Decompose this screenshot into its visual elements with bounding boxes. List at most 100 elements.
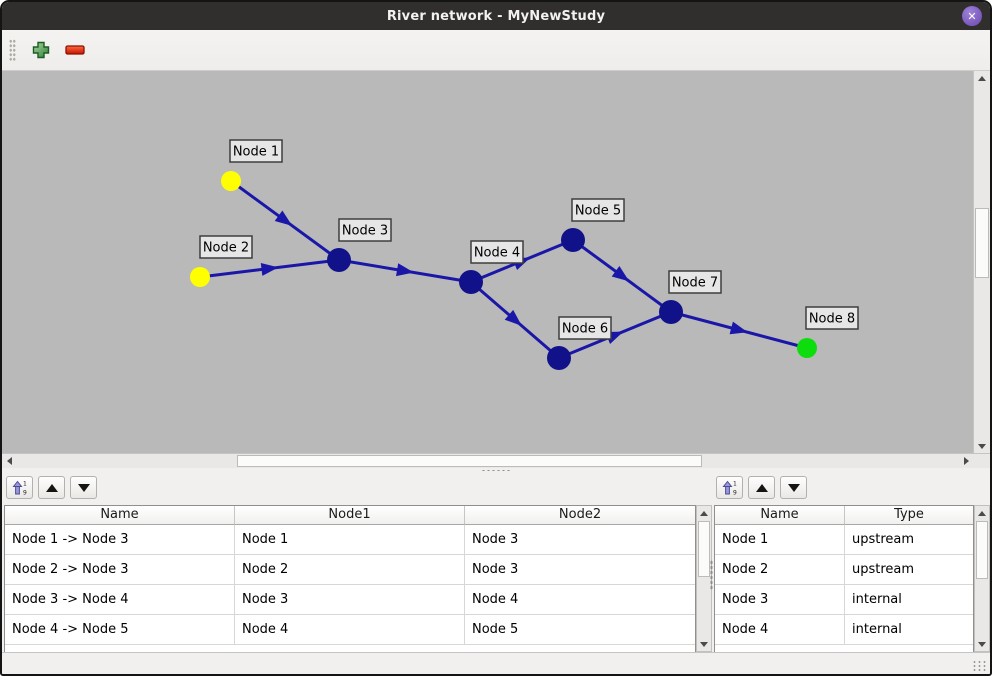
node-label: Node 6 bbox=[558, 316, 612, 340]
scroll-up-arrow-icon[interactable] bbox=[975, 506, 989, 520]
scrollbar-corner bbox=[973, 453, 990, 468]
svg-text:9: 9 bbox=[733, 489, 737, 496]
up-triangle-icon bbox=[755, 483, 768, 492]
table-cell: Node 3 bbox=[715, 585, 845, 615]
scroll-down-arrow-icon[interactable] bbox=[975, 637, 989, 651]
toolbar-grip[interactable] bbox=[9, 39, 16, 61]
table-cell: Node 2 bbox=[235, 555, 465, 585]
table-cell: Node 3 -> Node 4 bbox=[5, 585, 235, 615]
node-label: Node 4 bbox=[470, 240, 524, 264]
edge-arrow-icon bbox=[729, 321, 748, 335]
node-node-8[interactable] bbox=[797, 338, 817, 358]
table-cell: Node 1 -> Node 3 bbox=[5, 525, 235, 555]
vertical-splitter[interactable] bbox=[710, 505, 714, 652]
canvas-horizontal-scrollbar[interactable] bbox=[2, 453, 973, 468]
branches-move-up-button[interactable] bbox=[38, 476, 65, 499]
table-cell: Node 1 bbox=[715, 525, 845, 555]
column-header-node1[interactable]: Node1 bbox=[235, 506, 465, 525]
svg-text:Node 1: Node 1 bbox=[233, 145, 279, 160]
resize-grip[interactable] bbox=[972, 660, 986, 671]
node-node-6[interactable] bbox=[547, 346, 571, 370]
down-triangle-icon bbox=[77, 483, 90, 492]
vertical-scroll-thumb[interactable] bbox=[975, 208, 989, 278]
table-cell: Node 4 -> Node 5 bbox=[5, 615, 235, 645]
svg-text:Node 4: Node 4 bbox=[474, 246, 520, 261]
column-header-node2[interactable]: Node2 bbox=[465, 506, 695, 525]
node-label: Node 1 bbox=[229, 139, 283, 163]
horizontal-splitter[interactable] bbox=[2, 468, 990, 473]
node-node-3[interactable] bbox=[327, 248, 351, 272]
column-header-name[interactable]: Name bbox=[715, 506, 845, 525]
red-minus-icon bbox=[65, 45, 85, 55]
svg-text:Node 7: Node 7 bbox=[672, 276, 718, 291]
sort-ascending-1-9-icon: 1 9 bbox=[721, 480, 737, 496]
close-button[interactable]: ✕ bbox=[962, 6, 982, 26]
table-cell: Node 4 bbox=[235, 615, 465, 645]
green-plus-icon bbox=[32, 41, 50, 59]
nodes-sort-button[interactable]: 1 9 bbox=[716, 476, 743, 499]
column-header-name[interactable]: Name bbox=[5, 506, 235, 525]
node-node-1[interactable] bbox=[221, 171, 241, 191]
partial-row bbox=[715, 645, 973, 652]
table-cell: Node 2 bbox=[715, 555, 845, 585]
svg-text:9: 9 bbox=[23, 489, 27, 496]
scroll-down-arrow-icon[interactable] bbox=[697, 637, 711, 651]
node-node-5[interactable] bbox=[561, 228, 585, 252]
table-cell: internal bbox=[845, 585, 973, 615]
splitter-handle-dots bbox=[710, 560, 713, 590]
add-button[interactable] bbox=[28, 37, 54, 63]
up-triangle-icon bbox=[45, 483, 58, 492]
branches-sort-button[interactable]: 1 9 bbox=[6, 476, 33, 499]
horizontal-scroll-thumb[interactable] bbox=[237, 455, 702, 467]
column-header-type[interactable]: Type bbox=[845, 506, 973, 525]
title-bar[interactable]: River network - MyNewStudy ✕ bbox=[2, 2, 990, 30]
partial-row bbox=[5, 645, 695, 652]
node-node-4[interactable] bbox=[459, 270, 483, 294]
river-network-canvas[interactable]: Node 1 Node 2 Node 3 Node 4 Node 5 Node 6 Node… bbox=[2, 71, 973, 453]
table-cell: Node 1 bbox=[235, 525, 465, 555]
table-cell: Node 4 bbox=[465, 585, 695, 615]
vertical-scroll-thumb[interactable] bbox=[976, 521, 988, 579]
table-cell: Node 3 bbox=[465, 525, 695, 555]
close-icon: ✕ bbox=[967, 9, 977, 23]
edge-arrow-icon bbox=[504, 309, 522, 326]
scroll-up-arrow-icon[interactable] bbox=[697, 506, 711, 520]
node-node-7[interactable] bbox=[659, 300, 683, 324]
scroll-up-arrow-icon[interactable] bbox=[975, 71, 989, 85]
node-label: Node 8 bbox=[805, 306, 859, 330]
scroll-right-arrow-icon[interactable] bbox=[959, 454, 973, 468]
edge-arrow-icon bbox=[274, 210, 293, 226]
window-title: River network - MyNewStudy bbox=[386, 8, 606, 24]
canvas-vertical-scrollbar[interactable] bbox=[973, 71, 990, 453]
sort-ascending-1-9-icon: 1 9 bbox=[11, 480, 27, 496]
vertical-scroll-thumb[interactable] bbox=[698, 521, 710, 577]
node-label: Node 5 bbox=[571, 198, 625, 222]
branches-move-down-button[interactable] bbox=[70, 476, 97, 499]
remove-button[interactable] bbox=[62, 37, 88, 63]
edge-arrow-icon bbox=[611, 266, 630, 282]
nodes-move-up-button[interactable] bbox=[748, 476, 775, 499]
scroll-down-arrow-icon[interactable] bbox=[975, 439, 989, 453]
svg-text:Node 2: Node 2 bbox=[203, 241, 249, 256]
svg-text:Node 3: Node 3 bbox=[342, 224, 388, 239]
scroll-left-arrow-icon[interactable] bbox=[2, 454, 16, 468]
svg-text:Node 6: Node 6 bbox=[562, 322, 608, 337]
svg-text:1: 1 bbox=[733, 480, 737, 487]
node-label: Node 7 bbox=[668, 270, 722, 294]
nodes-move-down-button[interactable] bbox=[780, 476, 807, 499]
status-bar bbox=[2, 652, 990, 674]
network-graph: Node 1 Node 2 Node 3 Node 4 Node 5 Node 6 Node… bbox=[190, 139, 859, 370]
nodes-table-scrollbar[interactable] bbox=[974, 505, 990, 652]
node-node-2[interactable] bbox=[190, 267, 210, 287]
